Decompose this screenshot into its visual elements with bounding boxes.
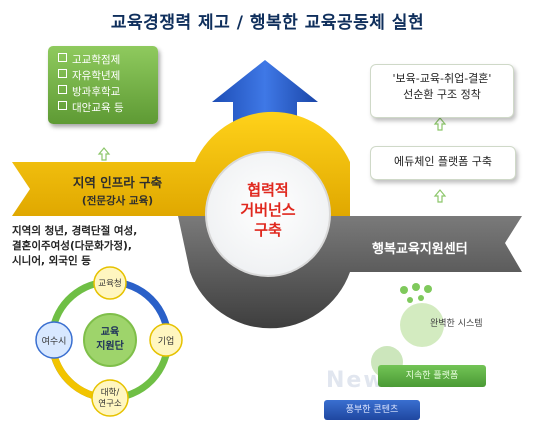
cycle-bottom-label: 대학/ 연구소 [98, 388, 122, 409]
up-arrow-small-icon [433, 117, 447, 131]
center-label: 협력적 거버넌스 구축 [240, 181, 296, 239]
cycle-node-top [93, 266, 127, 300]
checkbox-icon [58, 53, 67, 62]
growth-dot [407, 297, 413, 303]
center-circle [205, 151, 331, 277]
cycle-top-label: 교육청 [98, 279, 122, 289]
growth-dot [418, 295, 424, 301]
service-item: 고교학점제 [58, 52, 158, 68]
cycle-center-label: 교육 지원단 [96, 327, 124, 352]
growth-dot [412, 283, 420, 291]
services-box: 고교학점제 자유학년제 방과후학교 대안교육 등 [48, 46, 158, 124]
checkbox-icon [58, 101, 67, 110]
life-cycle-line2: 선순환 구조 정착 [403, 88, 481, 101]
cycle-right-label: 기업 [157, 337, 175, 347]
page-title: 교육경쟁력 제고 / 행복한 교육공동체 실현 [110, 13, 425, 33]
life-cycle-line1: '보육-교육-취업-결혼' [392, 72, 492, 85]
growth-dot [424, 285, 432, 293]
cycle-node-left [35, 321, 73, 359]
cycle-center [83, 313, 137, 367]
cycle-left-label: 여수시 [41, 337, 67, 347]
growth-dot [400, 286, 408, 294]
cycle-node-right [149, 323, 183, 357]
growth-circle-large [400, 303, 444, 347]
local-infra-label: 지역 인프라 구축 [72, 175, 163, 190]
life-cycle-box: '보육-교육-취업-결혼' 선순환 구조 정착 [370, 64, 514, 118]
step-system: 완벽한 시스템 [430, 319, 483, 329]
service-item: 방과후학교 [58, 84, 158, 100]
cycle-node-bottom [91, 379, 129, 417]
step-content: 풍부한 콘텐츠 [324, 400, 420, 420]
service-item: 대안교육 등 [58, 100, 158, 116]
up-arrow-small-icon [433, 189, 447, 203]
service-item: 자유학년제 [58, 68, 158, 84]
checkbox-icon [58, 85, 67, 94]
local-infra-sub: (전문강사 교육) [81, 195, 154, 207]
up-arrow-small-icon [97, 147, 111, 161]
platform-box: 에듀체인 플랫폼 구축 [370, 146, 516, 180]
support-center-label: 행복교육지원센터 [372, 242, 468, 257]
step-platform: 지속한 플랫폼 [378, 365, 486, 387]
resources-text: 지역의 청년, 경력단절 여성, 결혼이주여성(다문화가정), 시니어, 외국인… [12, 225, 138, 267]
checkbox-icon [58, 69, 67, 78]
